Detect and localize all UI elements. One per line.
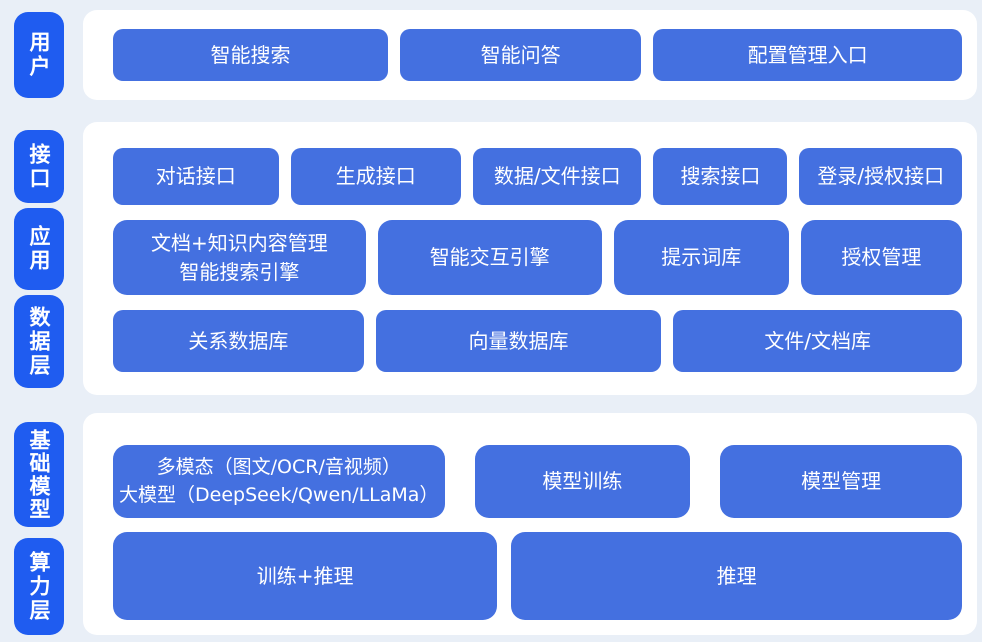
user-layer-rail: 用户 [14,10,64,100]
node-training-inference: 训练+推理 [113,532,498,620]
node-data-file-api: 数据/文件接口 [472,148,642,205]
middle-layers-rail: 接口 应用 数据层 [14,122,64,395]
user-row: 智能搜索 智能问答 配置管理入口 [113,29,962,81]
node-config-entry: 配置管理入口 [653,29,962,81]
section-gap [14,395,977,413]
model-row: 多模态（图文/OCR/音视频） 大模型（DeepSeek/Qwen/LLaMa）… [113,445,962,518]
node-smart-search: 智能搜索 [113,29,388,81]
row-gap [113,205,962,220]
node-smart-qa: 智能问答 [400,29,642,81]
node-relational-db: 关系数据库 [113,310,364,372]
layer-pill-application: 应用 [14,208,64,290]
node-prompt-library: 提示词库 [613,220,789,295]
node-vector-db: 向量数据库 [375,310,662,372]
bottom-layers-rail: 基础模型 算力层 [14,413,64,635]
node-doc-knowledge-search-engine: 文档+知识内容管理 智能搜索引擎 [113,220,366,295]
section-gap [14,100,977,122]
middle-layers-section: 接口 应用 数据层 对话接口 生成接口 数据/文件接口 搜索接口 登录/授权接口… [14,122,977,395]
node-login-auth-api: 登录/授权接口 [799,148,962,205]
bottom-layers-section: 基础模型 算力层 多模态（图文/OCR/音视频） 大模型（DeepSeek/Qw… [14,413,977,635]
layer-pill-base-model: 基础模型 [14,422,64,527]
node-auth-management: 授权管理 [800,220,962,295]
row-gap [113,518,962,532]
layer-pill-compute: 算力层 [14,538,64,635]
node-multimodal-llm: 多模态（图文/OCR/音视频） 大模型（DeepSeek/Qwen/LLaMa） [113,445,445,518]
user-layer-section: 用户 智能搜索 智能问答 配置管理入口 [14,10,977,100]
data-row: 关系数据库 向量数据库 文件/文档库 [113,310,963,372]
layer-pill-user: 用户 [14,12,64,98]
node-search-api: 搜索接口 [653,148,788,205]
node-model-training: 模型训练 [474,445,691,518]
node-file-doc-store: 文件/文档库 [673,310,963,372]
bottom-layers-panel: 多模态（图文/OCR/音视频） 大模型（DeepSeek/Qwen/LLaMa）… [83,413,977,635]
node-inference: 推理 [511,532,962,620]
node-model-management: 模型管理 [720,445,962,518]
layer-pill-interface: 接口 [14,130,64,203]
application-row: 文档+知识内容管理 智能搜索引擎 智能交互引擎 提示词库 授权管理 [113,220,962,295]
layer-pill-data: 数据层 [14,295,64,388]
row-gap [113,295,962,310]
node-generation-api: 生成接口 [290,148,461,205]
interface-row: 对话接口 生成接口 数据/文件接口 搜索接口 登录/授权接口 [113,148,962,205]
node-dialog-api: 对话接口 [113,148,279,205]
node-interaction-engine: 智能交互引擎 [377,220,602,295]
middle-layers-panel: 对话接口 生成接口 数据/文件接口 搜索接口 登录/授权接口 文档+知识内容管理… [83,122,977,395]
user-layer-panel: 智能搜索 智能问答 配置管理入口 [83,10,977,100]
compute-row: 训练+推理 推理 [113,532,962,620]
